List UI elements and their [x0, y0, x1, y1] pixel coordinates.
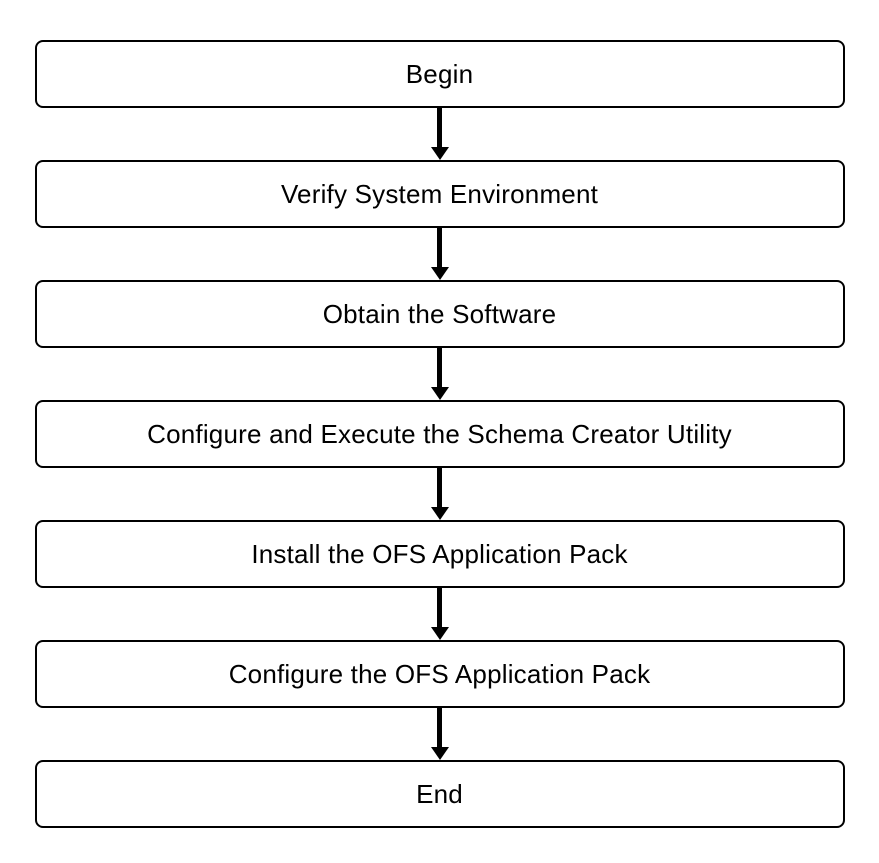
flow-arrow-4	[430, 468, 449, 520]
flow-node-configure-ofs-application-pack: Configure the OFS Application Pack	[34, 640, 845, 708]
flow-arrow-3	[430, 348, 449, 400]
arrow-line	[437, 588, 442, 627]
flow-node-end-label: End	[416, 778, 463, 809]
arrow-down-icon	[430, 267, 449, 280]
arrow-line	[437, 708, 442, 747]
arrow-line	[437, 468, 442, 507]
flow-node-install-ofs-application-pack: Install the OFS Application Pack	[34, 520, 845, 588]
flow-node-verify-system-environment: Verify System Environment	[34, 160, 845, 228]
arrow-down-icon	[430, 507, 449, 520]
arrow-down-icon	[430, 747, 449, 760]
flow-arrow-6	[430, 708, 449, 760]
flow-node-configure-and-execute-schema-creator-utility-label: Configure and Execute the Schema Creator…	[147, 418, 732, 449]
flow-node-configure-ofs-application-pack-label: Configure the OFS Application Pack	[228, 658, 651, 689]
flow-arrow-5	[430, 588, 449, 640]
flow-node-obtain-the-software: Obtain the Software	[34, 280, 845, 348]
arrow-line	[437, 228, 442, 267]
flow-node-begin: Begin	[34, 40, 845, 108]
flow-node-install-ofs-application-pack-label: Install the OFS Application Pack	[251, 538, 628, 569]
flow-arrow-1	[430, 108, 449, 160]
flow-node-obtain-the-software-label: Obtain the Software	[322, 298, 557, 329]
flow-node-configure-and-execute-schema-creator-utility: Configure and Execute the Schema Creator…	[34, 400, 845, 468]
arrow-down-icon	[430, 627, 449, 640]
arrow-down-icon	[430, 387, 449, 400]
arrow-down-icon	[430, 147, 449, 160]
arrow-line	[437, 108, 442, 147]
flow-node-begin-label: Begin	[405, 58, 474, 89]
flow-node-end: End	[34, 760, 845, 828]
flow-node-verify-system-environment-label: Verify System Environment	[280, 178, 599, 209]
flow-arrow-2	[430, 228, 449, 280]
arrow-line	[437, 348, 442, 387]
